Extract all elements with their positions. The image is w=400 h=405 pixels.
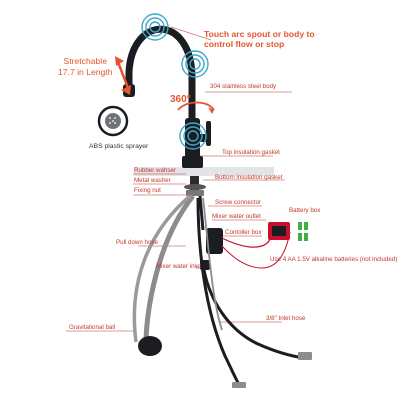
stretch-label-line1: Stretchable	[63, 56, 107, 66]
rotate-360-arrow-icon	[177, 101, 215, 111]
leader-lines	[66, 91, 292, 332]
battery-wire	[221, 233, 273, 248]
top-gasket-label: Top insulation gasket	[222, 149, 280, 156]
metal-washer-label: Metal washer	[134, 177, 171, 184]
shank	[190, 176, 199, 190]
rubber-washer-label: Rubber wahser	[134, 167, 176, 174]
sprayer-nozzles	[109, 117, 116, 124]
battery-box-slot	[272, 226, 286, 236]
steel-body-label: 304 stainless steel body	[210, 83, 277, 90]
abs-sprayer-label: ABS plastic sprayer	[89, 143, 149, 150]
touch-instruction-line2: control flow or stop	[204, 39, 285, 50]
inlet-hose-2	[202, 269, 305, 360]
rotate-arrowhead	[208, 107, 214, 114]
fixing-nut	[186, 190, 204, 196]
rubber-washer	[184, 184, 206, 190]
controller-box-label: Contoller box	[225, 229, 262, 236]
stretch-arrow-icon	[115, 56, 131, 95]
battery-box-label: Battery box	[289, 207, 321, 214]
hose-end	[232, 382, 246, 388]
pull-down-hose	[143, 194, 195, 345]
hose-end	[298, 352, 312, 360]
faucet-handle	[206, 121, 211, 146]
gravitational-ball-label: Gravitational ball	[69, 324, 116, 331]
gravitational-ball	[138, 336, 162, 356]
inner-hose	[202, 197, 223, 331]
stretch-label: Stretchable 17.7 in Length	[58, 56, 112, 77]
rotation-degree-label: 360°	[170, 94, 191, 105]
touch-wave-icon	[179, 122, 207, 150]
batteries-note: Use 4 AA 1.5V alkaline batteries (not in…	[270, 256, 398, 263]
screw-connector-label: Screw connector	[215, 199, 262, 206]
bottom-gasket-label: Bottom insulation gasket	[215, 174, 283, 181]
aa-battery-icon	[298, 222, 308, 241]
inlet-hose-1	[196, 197, 242, 387]
faucet-spout	[125, 25, 196, 152]
battery-wire-2	[221, 231, 291, 269]
touch-instruction: Touch arc spout or body to control flow …	[204, 29, 315, 50]
leader-line	[170, 26, 212, 41]
mixer-outlet-label: Mixer water outlet	[212, 213, 261, 220]
touch-wave-icon	[141, 13, 169, 41]
pull-down-hose-loop	[132, 194, 192, 343]
touch-instruction-line1: Touch arc spout or body to	[204, 29, 315, 39]
touch-wave-icon	[181, 50, 209, 78]
controller-connector	[198, 195, 205, 231]
inlet-hose-label: 3/8" Inlet hose	[266, 315, 306, 322]
countertop	[134, 167, 274, 176]
controller-box	[206, 228, 223, 254]
mixer-inlet-label: Mixer water inlet	[156, 263, 202, 270]
pull-down-hose-label: Pull down hose	[116, 239, 158, 246]
faucet-base	[182, 156, 203, 168]
stretch-label-line2: 17.7 in Length	[58, 66, 113, 77]
fixing-nut-label: Fixing nut	[134, 187, 161, 194]
